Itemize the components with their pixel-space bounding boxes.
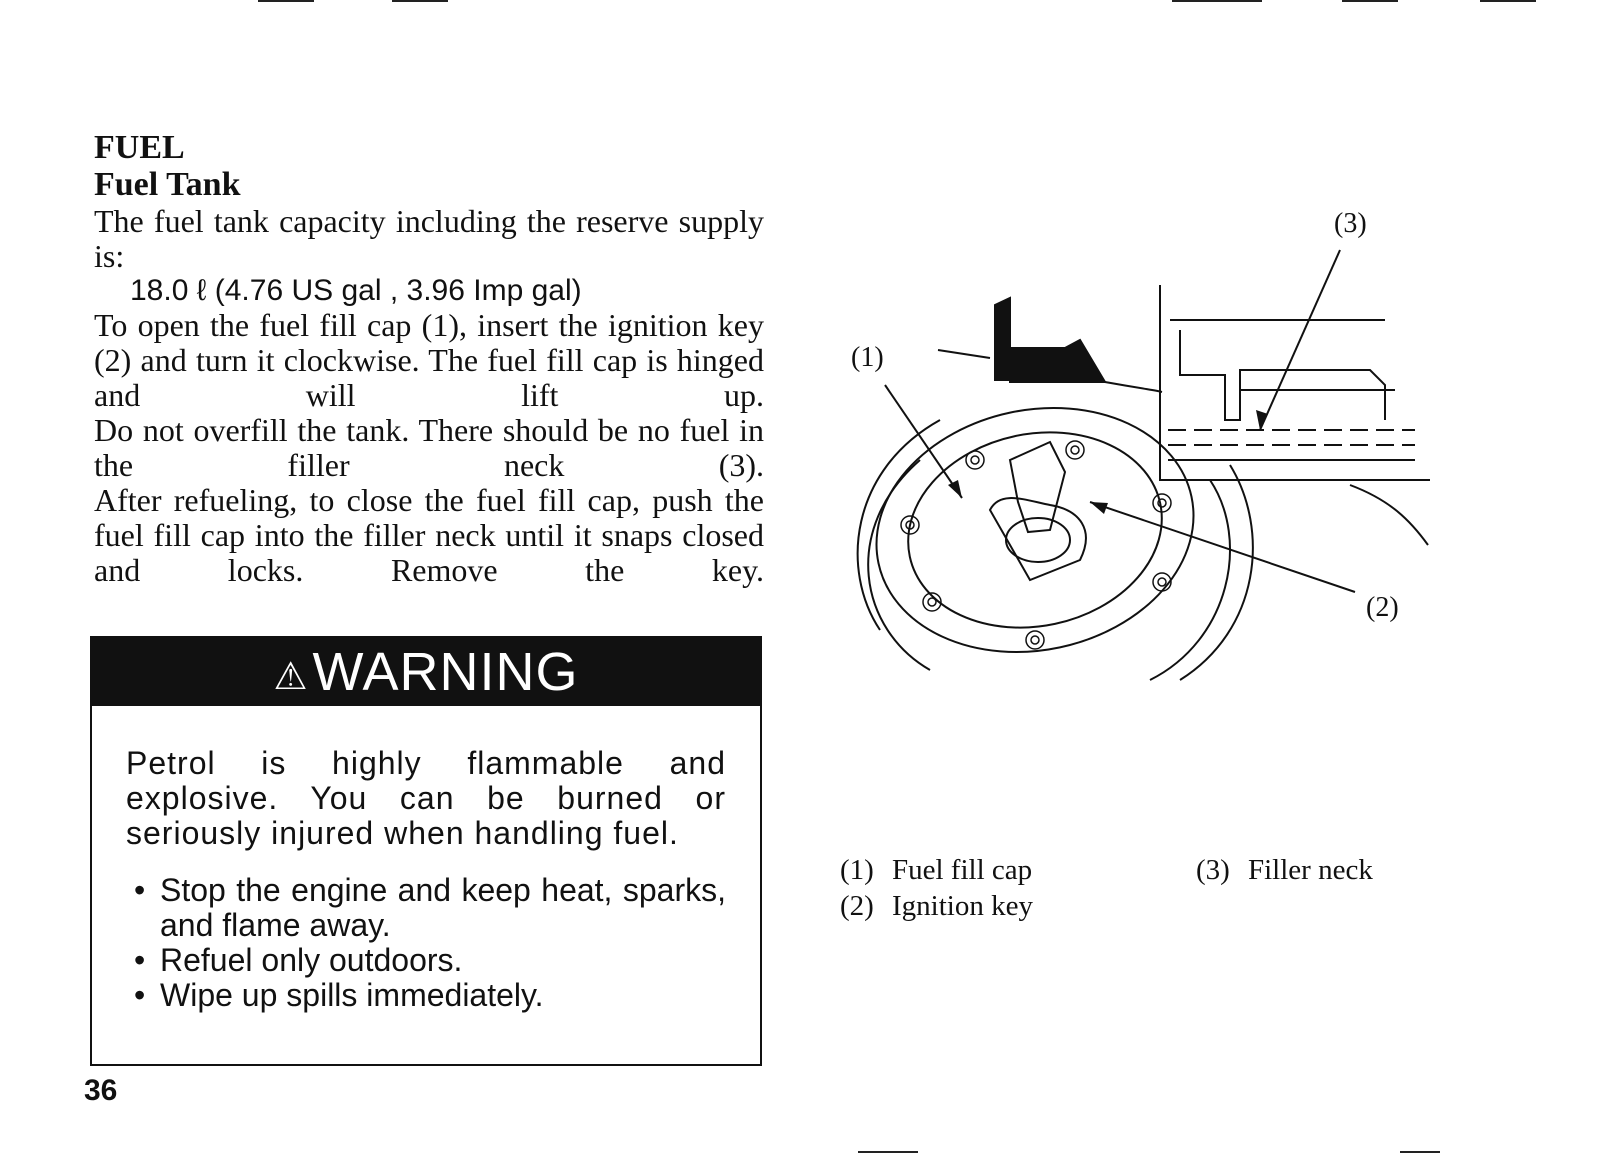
top-rule: [1172, 0, 1262, 2]
subsection-heading: Fuel Tank: [94, 166, 241, 203]
bottom-rule: [1400, 1151, 1440, 1153]
leader-line-1: [884, 384, 963, 499]
arrowhead-1: [948, 480, 962, 498]
arrowhead-2: [1090, 502, 1108, 514]
legend-item: (3)Filler neck: [1196, 854, 1373, 886]
cap-hinge: [988, 497, 1087, 582]
warning-triangle-icon: ⚠: [273, 655, 309, 698]
ignition-key-shape: [1008, 440, 1067, 534]
cap-ring: [875, 406, 1195, 654]
filler-neck-shape: [1170, 319, 1395, 421]
leader-line-2: [1089, 501, 1356, 593]
close-instructions: After refueling, to close the fuel fill …: [94, 482, 764, 588]
warning-list: Stop the engine and keep heat, sparks, a…: [126, 873, 726, 1014]
figure-legend-right: (3)Filler neck: [1196, 852, 1373, 888]
section-heading: FUEL: [94, 129, 185, 166]
tank-outline: [1149, 479, 1231, 681]
figure-legend-left: (1)Fuel fill cap (2)Ignition key: [840, 852, 1033, 924]
top-rule: [392, 0, 448, 2]
callout-1: (1): [851, 342, 884, 373]
warning-header: ⚠ WARNING: [92, 638, 760, 706]
open-arrow-icon: [1009, 338, 1107, 383]
overfill-note: Do not overfill the tank. There should b…: [94, 412, 764, 483]
fuel-cap-drawing: [856, 249, 1430, 681]
legend-item: (1)Fuel fill cap: [840, 854, 1033, 886]
capacity-value: 18.0 ℓ (4.76 US gal , 3.96 Imp gal): [130, 274, 582, 307]
top-rule: [1342, 0, 1398, 2]
main-text-column: FUEL Fuel Tank The fuel tank capacity in…: [94, 130, 764, 588]
fuel-cap-illustration: (1) (2) (3): [850, 208, 1470, 730]
legend-item: (2)Ignition key: [840, 890, 1033, 922]
open-arrow-icon: [994, 296, 1011, 381]
leader-line-1-top: [937, 349, 991, 359]
tank-outline: [867, 459, 931, 671]
callout-3: (3): [1334, 208, 1367, 239]
top-rule: [1480, 0, 1536, 2]
arrowhead-3: [1256, 410, 1268, 430]
top-rule: [258, 0, 314, 2]
bottom-rule: [858, 1151, 918, 1153]
cap-plate: [907, 431, 1163, 629]
fuel-level-lines: [1168, 429, 1415, 446]
open-instructions: To open the fuel fill cap (1), insert th…: [94, 307, 764, 413]
warning-text: Petrol is highly flammable and explosive…: [126, 745, 726, 851]
warning-item: Stop the engine and keep heat, sparks, a…: [126, 873, 726, 943]
tank-outline: [1104, 381, 1163, 393]
intro-paragraph: The fuel tank capacity including the res…: [94, 203, 764, 274]
tank-outline: [1179, 464, 1254, 681]
page-number: 36: [84, 1074, 118, 1107]
inset-frame: [1159, 285, 1430, 481]
warning-body: Petrol is highly flammable and explosive…: [92, 706, 760, 1014]
tank-outline: [856, 419, 941, 631]
leader-line-3: [1259, 249, 1341, 431]
warning-title: WARNING: [312, 642, 579, 702]
warning-item: Refuel only outdoors.: [126, 943, 726, 979]
warning-item: Wipe up spills immediately.: [126, 978, 726, 1014]
callout-2: (2): [1366, 592, 1399, 623]
warning-box: ⚠ WARNING Petrol is highly flammable and…: [90, 636, 762, 1066]
cap-bolts: [900, 440, 1172, 650]
tank-outline: [1349, 484, 1429, 546]
